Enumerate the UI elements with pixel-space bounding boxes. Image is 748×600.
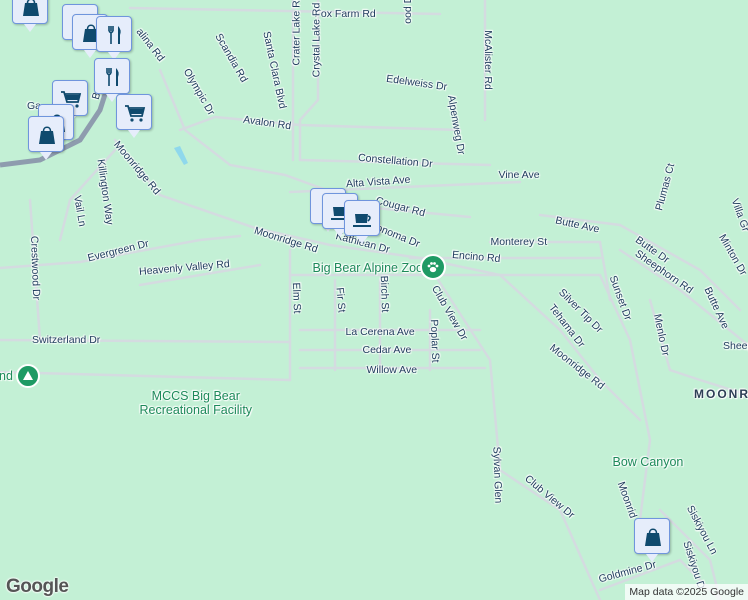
zoo-marker[interactable] xyxy=(420,254,446,280)
restaurant-marker[interactable] xyxy=(94,58,130,102)
map-attribution[interactable]: Map data ©2025 Google xyxy=(625,584,748,600)
road-south xyxy=(0,370,292,382)
road-menlo xyxy=(648,298,748,397)
shopping-bag-icon xyxy=(645,528,661,546)
shopping-bag-marker[interactable] xyxy=(634,518,670,562)
road-crystal xyxy=(298,0,320,162)
restaurant-icon xyxy=(106,68,119,86)
road-monterey xyxy=(488,240,612,302)
paw-icon xyxy=(427,262,439,273)
shopping-bag-marker[interactable] xyxy=(28,116,64,160)
road-killington xyxy=(58,148,117,242)
road-catalina xyxy=(158,68,342,197)
shopping-bag-marker[interactable] xyxy=(12,0,48,32)
road-evergreen xyxy=(0,234,242,270)
shopping-cart-marker[interactable] xyxy=(116,94,152,138)
restaurant-icon xyxy=(108,26,121,44)
road-heavenly xyxy=(138,263,262,287)
park-marker[interactable] xyxy=(16,364,40,388)
road-avalon xyxy=(178,115,462,132)
coffee-marker[interactable] xyxy=(344,200,380,244)
restaurant-marker[interactable] xyxy=(96,16,132,60)
water-pond xyxy=(174,146,188,165)
road-sunset xyxy=(598,273,652,522)
road-crestwood xyxy=(28,198,42,342)
shopping-bag-icon xyxy=(23,0,39,16)
road-sheephorn xyxy=(618,248,748,347)
shopping-bag-icon xyxy=(39,126,55,144)
road-fox-farm xyxy=(128,6,442,16)
shopping-cart-icon xyxy=(125,105,146,122)
road-club-view xyxy=(433,273,602,600)
tree-icon xyxy=(23,371,33,380)
road-switzerland xyxy=(0,338,292,344)
shopping-bag-icon xyxy=(83,24,99,42)
highway xyxy=(0,84,111,168)
coffee-icon xyxy=(353,214,371,227)
road-butte xyxy=(538,213,742,312)
google-logo: Google xyxy=(6,576,69,597)
road-constellation xyxy=(298,158,492,167)
